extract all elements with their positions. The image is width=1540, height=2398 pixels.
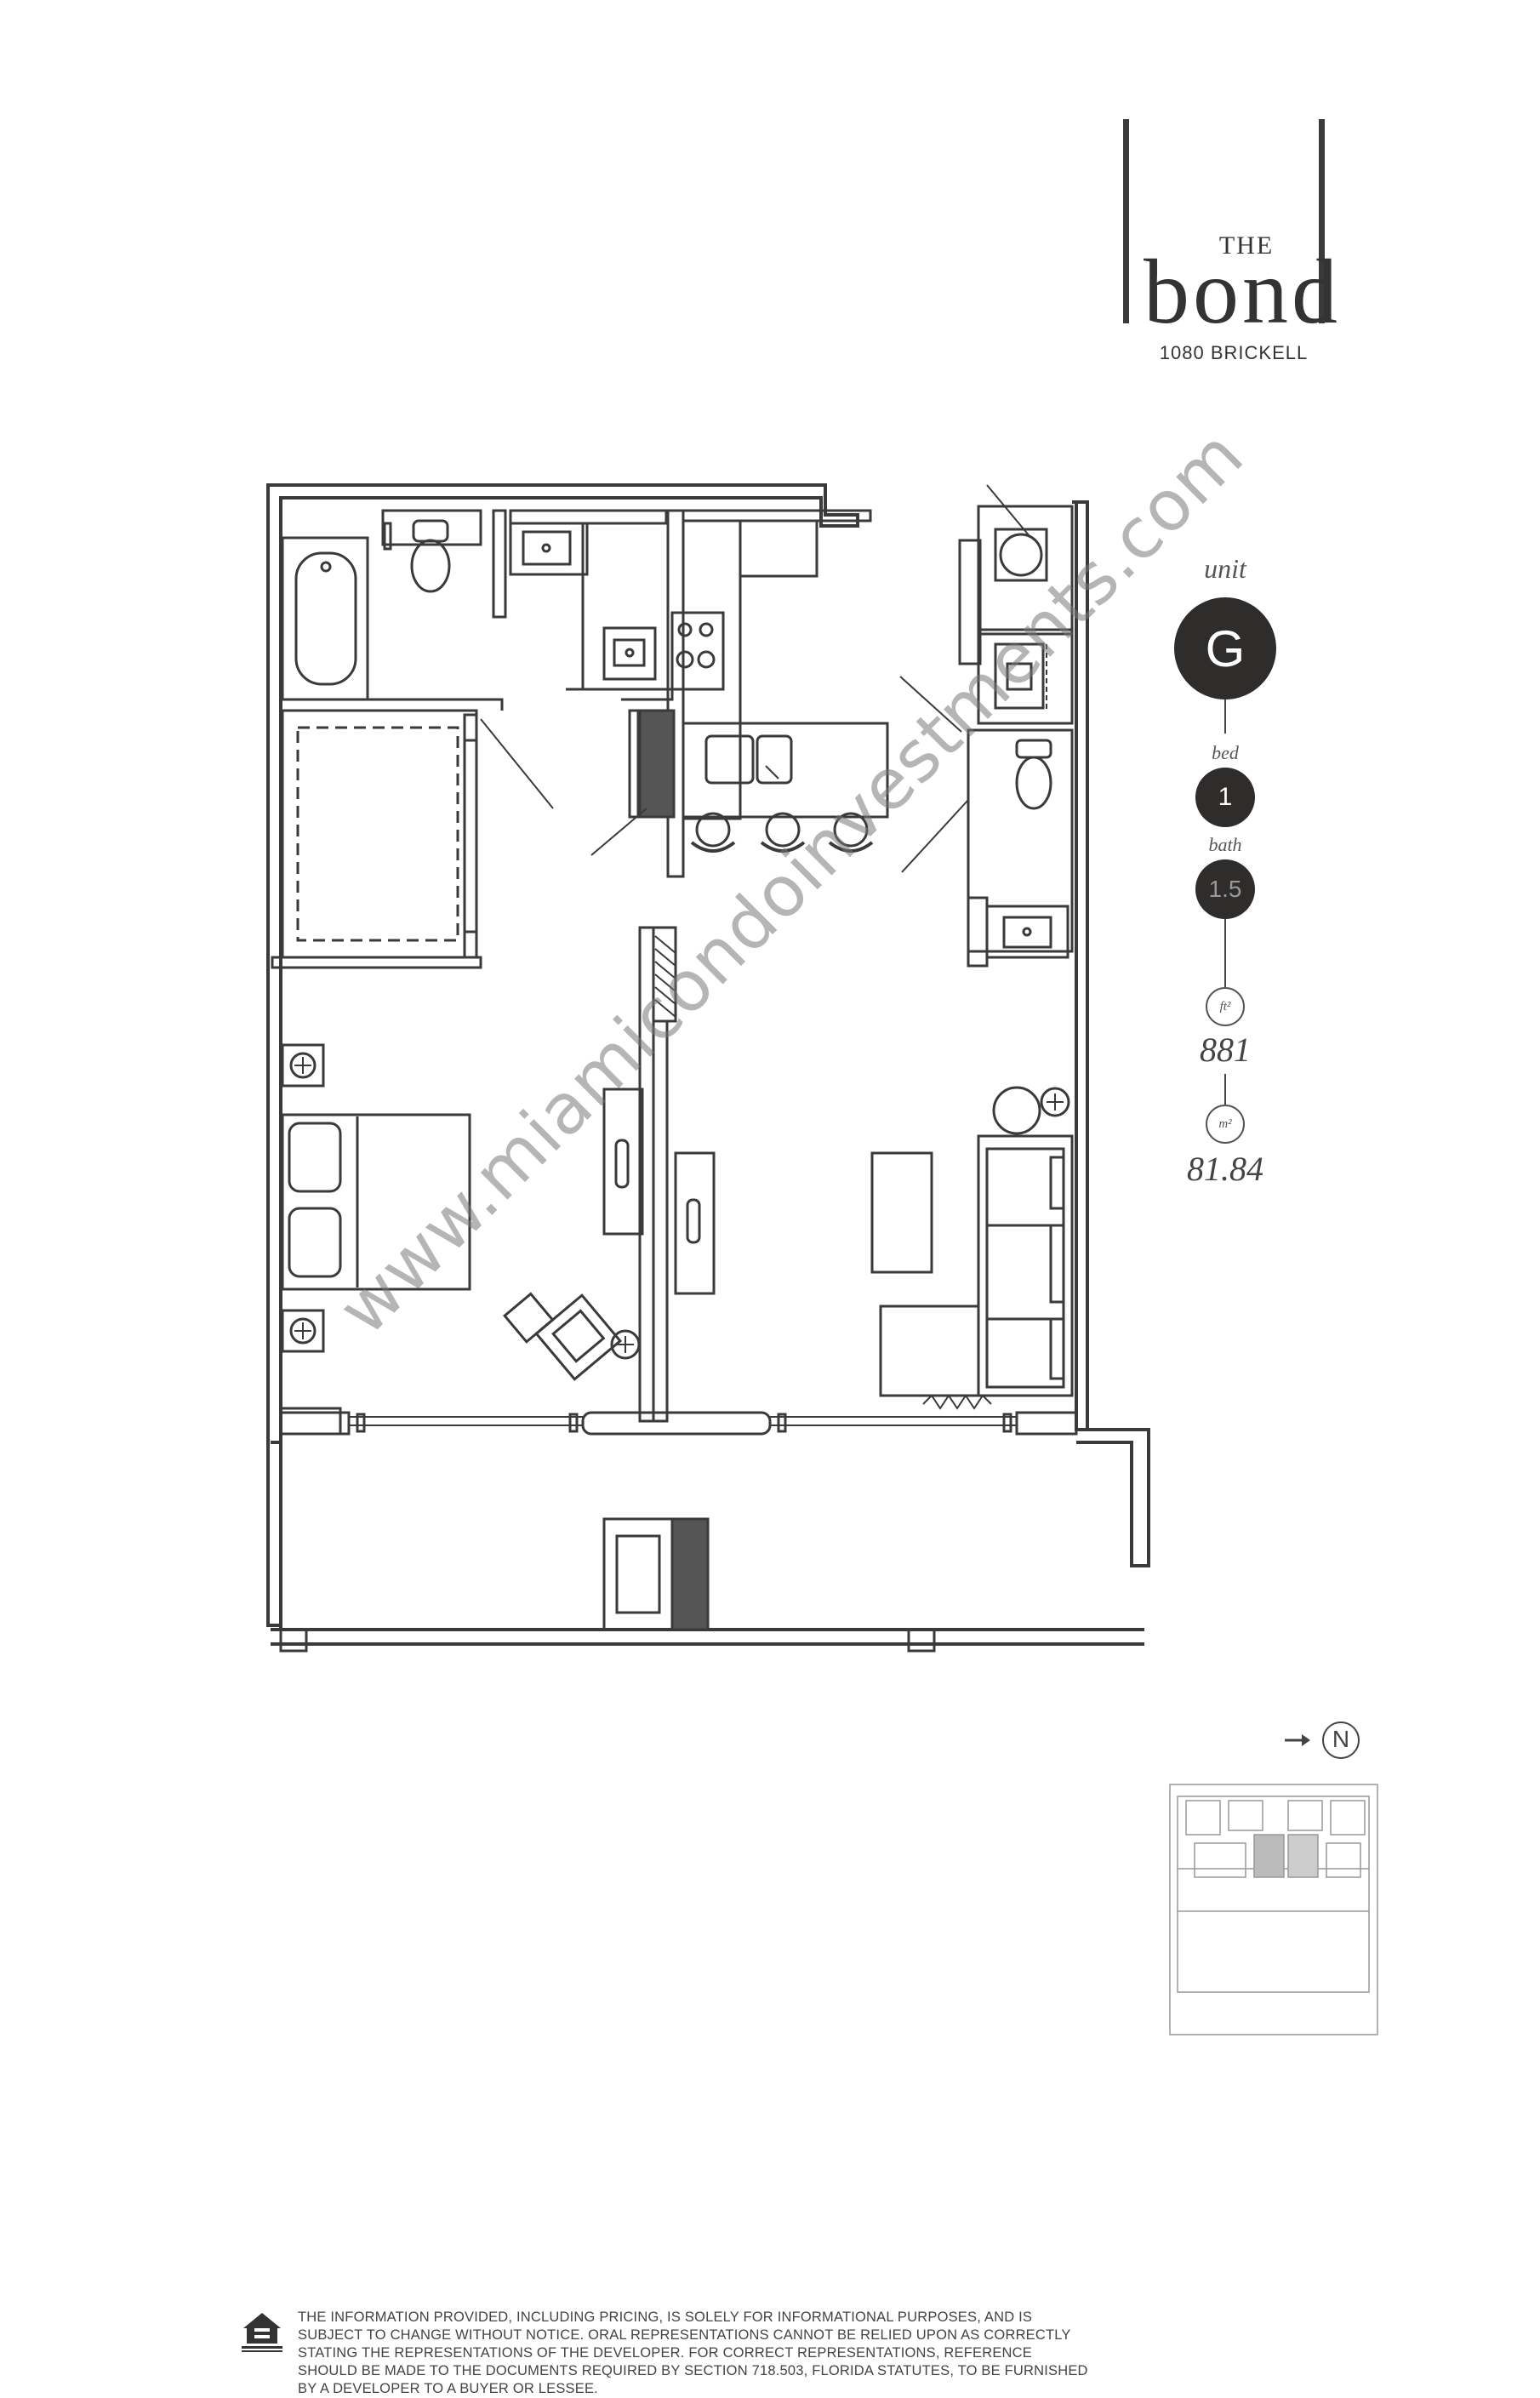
unit-letter-circle: G	[1174, 597, 1276, 699]
connector-line	[1224, 1074, 1226, 1105]
brand-logo: THE bond 1080 BRICKELL	[1106, 119, 1361, 374]
partition-walls	[638, 926, 677, 1423]
bed-circle: 1	[1195, 768, 1255, 827]
bath-count: 1.5	[1208, 876, 1242, 902]
north-label: N	[1332, 1726, 1350, 1752]
north-arrow-icon	[1285, 1721, 1360, 1759]
bed-count: 1	[1218, 783, 1233, 811]
sqm-unit: m²	[1218, 1116, 1232, 1131]
connector-line	[1224, 919, 1226, 987]
unit-label: unit	[1204, 553, 1246, 584]
unit-letter: G	[1205, 619, 1246, 677]
logo-left-bar	[1123, 119, 1129, 323]
floor-plan	[266, 483, 1150, 1653]
balcony-doors	[279, 1411, 1078, 1436]
bathroom-1	[281, 509, 674, 711]
half-bath	[901, 728, 1074, 968]
sqft-value: 881	[1200, 1031, 1251, 1069]
balcony	[279, 1517, 936, 1653]
sqm-unit-ring: m²	[1206, 1105, 1245, 1144]
north-indicator: N	[1285, 1719, 1387, 1761]
equal-housing-icon	[242, 2313, 282, 2352]
disclaimer: THE INFORMATION PROVIDED, INCLUDING PRIC…	[298, 2310, 1088, 2396]
logo-the: THE	[1218, 231, 1275, 260]
living-room	[674, 1086, 1074, 1410]
unit-info: unit G bed 1 bath 1.5 ft² 881 m² 81.84	[1149, 553, 1302, 1234]
bath-circle: 1.5	[1195, 859, 1255, 919]
connector-line	[1224, 699, 1226, 734]
closet	[271, 709, 554, 969]
bed-label: bed	[1212, 742, 1239, 763]
laundry	[899, 484, 1074, 733]
key-plan	[1169, 1784, 1378, 2035]
kitchen	[590, 509, 889, 878]
logo-address: 1080 BRICKELL	[1159, 342, 1309, 363]
bath-label: bath	[1208, 834, 1242, 855]
sqm-value: 81.84	[1187, 1150, 1263, 1188]
sqft-unit-ring: ft²	[1206, 987, 1245, 1026]
logo-right-bar	[1319, 119, 1325, 323]
sqft-unit: ft²	[1219, 999, 1231, 1013]
logo-wordmark: bond	[1144, 242, 1341, 343]
